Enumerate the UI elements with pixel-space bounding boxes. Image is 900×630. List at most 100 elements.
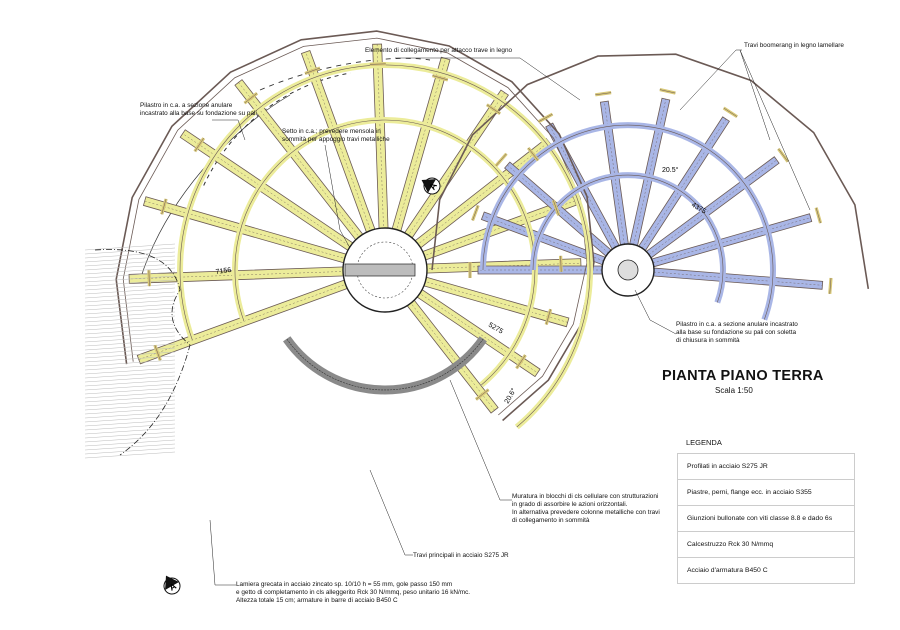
timber-beam-axis xyxy=(653,271,823,286)
hatch-line xyxy=(84,331,176,339)
beam-connector-edge xyxy=(304,67,321,74)
annular-columns xyxy=(342,227,655,313)
hatch-line xyxy=(84,379,176,387)
ring-beam-right-edge xyxy=(532,174,724,303)
hatch-line xyxy=(84,255,176,263)
steel-beam-axis xyxy=(376,44,384,231)
steel-beam-axis xyxy=(138,283,348,360)
beam-connector-edge xyxy=(595,92,612,96)
hatch-line xyxy=(84,243,176,251)
core-wall-setto xyxy=(344,263,416,277)
solid-arc xyxy=(139,94,291,281)
hatch-line xyxy=(84,435,176,443)
section-marker-arrow xyxy=(165,575,179,590)
timber-beam-axis xyxy=(641,118,727,249)
hatch-line xyxy=(84,279,176,287)
hatch-line xyxy=(84,395,176,403)
hatch-line xyxy=(84,383,176,391)
steel-beam-axis xyxy=(182,133,352,248)
dimension-7156: 7156 xyxy=(215,267,232,276)
legend-row: Acciaio d'armatura B450 C xyxy=(677,558,855,584)
beam-connector-edge xyxy=(659,89,676,94)
section-marker-label: A xyxy=(167,581,178,593)
hatch-line xyxy=(84,267,176,275)
hatch-line xyxy=(84,447,176,455)
legend-row: Calcestruzzo Rck 30 N/mmq xyxy=(677,532,855,558)
hatch-line xyxy=(84,343,176,351)
hatch-line xyxy=(84,295,176,303)
hatch-line xyxy=(84,303,176,311)
hatch-line xyxy=(84,299,176,307)
hatch-line xyxy=(84,291,176,299)
curved-masonry-wall-pattern xyxy=(286,338,484,391)
beam-connector-edge xyxy=(244,93,258,104)
hatch-line xyxy=(84,367,176,375)
beam-connector-edge xyxy=(815,207,821,224)
legend-row: Piastre, perni, flange ecc. in acciaio S… xyxy=(677,480,855,506)
angle-20-5: 20.5° xyxy=(662,166,679,174)
curved-masonry-wall xyxy=(283,336,487,395)
hatch-line xyxy=(84,283,176,291)
steel-beam xyxy=(136,278,350,365)
leader-line xyxy=(739,49,771,141)
hatch-line xyxy=(84,359,176,367)
leader-line xyxy=(449,379,512,501)
steel-beam-axis xyxy=(423,280,568,323)
legend-row: Profilati in acciaio S275 JR xyxy=(677,454,855,480)
ring-beam-left-edge xyxy=(234,119,536,386)
hatch-line xyxy=(84,387,176,395)
note-lamiera: Lamiera grecata in acciaio zincato sp. 1… xyxy=(236,581,471,604)
section-marker: A xyxy=(163,575,181,595)
timber-beam-axis xyxy=(648,159,777,255)
steel-beam-axis xyxy=(416,141,550,246)
beam-connector-edge xyxy=(161,198,167,215)
beam-connector-edge xyxy=(528,147,539,161)
hatch-line xyxy=(84,363,176,371)
note-pilastro-dx: Pilastro in c.a. a sezione anulare incas… xyxy=(676,321,798,344)
hatch-line xyxy=(84,311,176,319)
deck-boundary-line xyxy=(94,249,191,456)
hatch-line xyxy=(84,443,176,451)
deck-hatch-zone xyxy=(84,243,176,459)
note-travi-boomerang: Travi boomerang in legno lamellare xyxy=(744,42,844,49)
hatch-line xyxy=(84,275,176,283)
beam-connector-edge xyxy=(516,354,526,369)
leader-line xyxy=(324,144,351,249)
steel-beam-axis xyxy=(407,92,505,237)
hatch-line xyxy=(84,419,176,427)
steel-beam-axis xyxy=(409,301,495,411)
hatch-line xyxy=(84,451,176,459)
beam-connector-edge xyxy=(538,113,553,123)
hatch-line xyxy=(84,391,176,399)
beam-connector-edge xyxy=(154,345,161,361)
hatch-line xyxy=(84,327,176,335)
timber-beam-axis xyxy=(482,215,604,262)
section-marker-label: A xyxy=(427,181,439,192)
hatch-line xyxy=(84,251,176,259)
beam-end-connectors xyxy=(147,62,833,401)
leader-lines xyxy=(209,49,811,586)
note-travi-principali: Travi principali in acciaio S275 JR xyxy=(413,552,509,559)
beam-connector-edge xyxy=(148,270,150,287)
steel-beam-axis xyxy=(305,51,372,233)
beam-connector-edge xyxy=(472,205,479,221)
hatch-line xyxy=(84,411,176,419)
note-elemento: Elemento di collegamento per attacco tra… xyxy=(365,47,513,54)
leader-line xyxy=(209,519,236,586)
beam-connector-edge xyxy=(723,107,738,117)
column-right-core xyxy=(617,259,639,281)
beam-connector-edge xyxy=(553,200,559,216)
hatch-line xyxy=(84,431,176,439)
beam-connector-edge xyxy=(475,389,489,400)
hatch-line xyxy=(84,375,176,383)
hatch-line xyxy=(84,263,176,271)
ring-beam-right-edge xyxy=(482,124,774,320)
dashed-arc-top xyxy=(259,57,431,91)
hatch-line xyxy=(84,407,176,415)
note-muratura: Muratura in blocchi di cls cellulare con… xyxy=(512,493,660,524)
beam-connector-edge xyxy=(545,309,551,325)
note-pilastro-sx: Pilastro in c.a. a sezione anulare incas… xyxy=(140,102,257,117)
hatch-line xyxy=(84,287,176,295)
angle-20-6: 20.6° xyxy=(503,387,518,405)
